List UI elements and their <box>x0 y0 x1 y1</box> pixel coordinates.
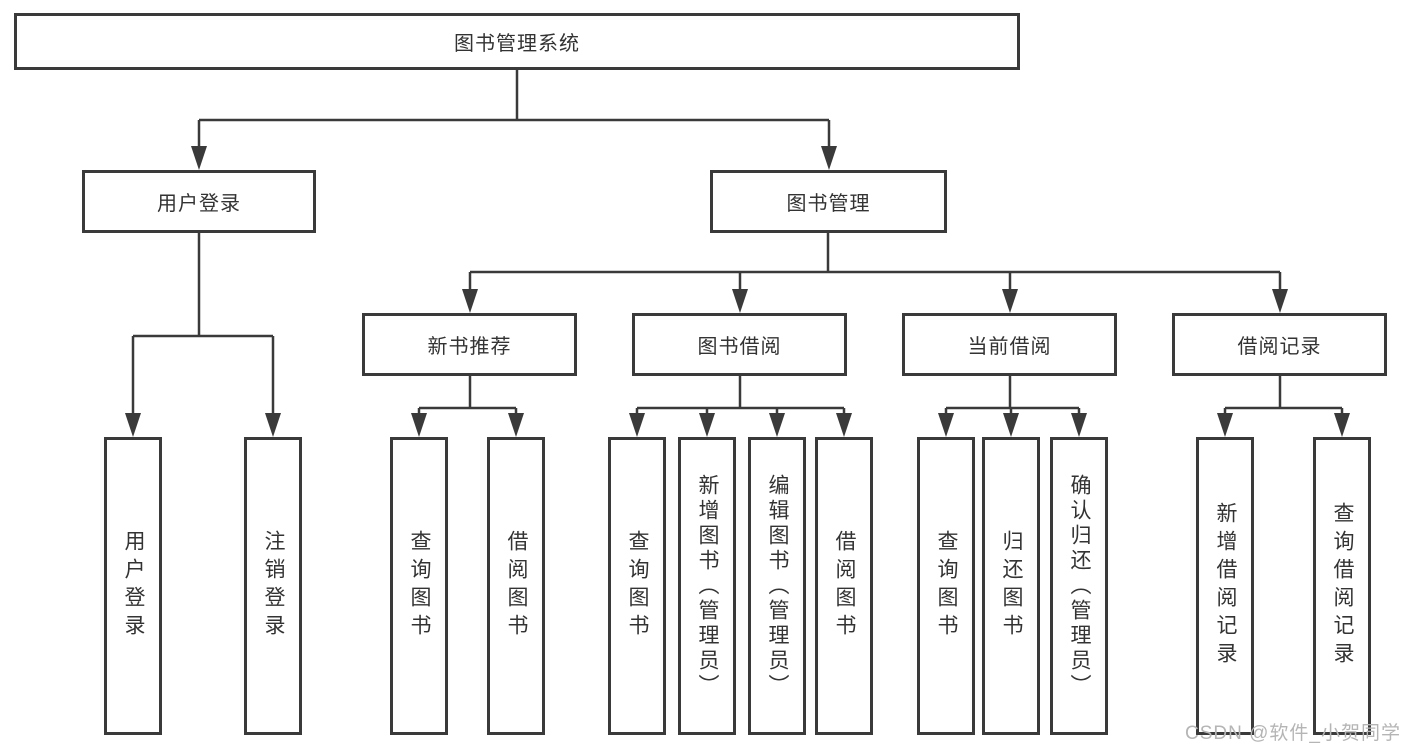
leaf-add-books-admin: 新增图书（管理员） <box>678 437 736 735</box>
node-user-login: 用户登录 <box>82 170 316 233</box>
node-new-book-recommend: 新书推荐 <box>362 313 577 376</box>
leaf-user-login: 用户登录 <box>104 437 162 735</box>
leaf-edit-books-admin: 编辑图书（管理员） <box>748 437 806 735</box>
leaf-borrow-books: 借阅图书 <box>487 437 545 735</box>
arrowheads <box>125 146 1350 437</box>
leaf-return-books: 归还图书 <box>982 437 1040 735</box>
leaf-query-books: 查询图书 <box>390 437 448 735</box>
node-root: 图书管理系统 <box>14 13 1020 70</box>
leaf-add-borrow-record: 新增借阅记录 <box>1196 437 1254 735</box>
leaf-query-books: 查询图书 <box>917 437 975 735</box>
leaf-logout: 注销登录 <box>244 437 302 735</box>
csdn-watermark: CSDN @软件_小贺同学 <box>1185 723 1401 744</box>
node-borrow-records: 借阅记录 <box>1172 313 1387 376</box>
node-book-management: 图书管理 <box>710 170 947 233</box>
leaf-query-books: 查询图书 <box>608 437 666 735</box>
leaf-confirm-return-admin: 确认归还（管理员） <box>1050 437 1108 735</box>
leaf-borrow-books: 借阅图书 <box>815 437 873 735</box>
leaf-query-borrow-record: 查询借阅记录 <box>1313 437 1371 735</box>
node-book-borrow: 图书借阅 <box>632 313 847 376</box>
node-current-borrow: 当前借阅 <box>902 313 1117 376</box>
